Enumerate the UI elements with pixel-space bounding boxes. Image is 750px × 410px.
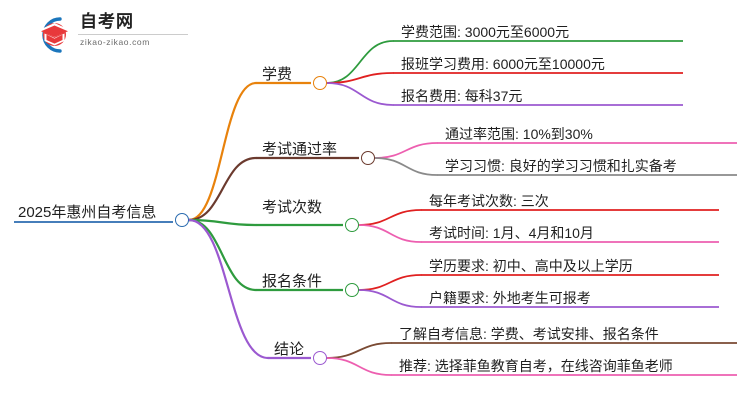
leaf-edge-了解自考信息-学费-考试安排-报名条 xyxy=(326,342,392,359)
leaf-label-推荐-选择菲鱼教育自考-在线咨询菲鱼[interactable]: 推荐: 选择菲鱼教育自考，在线咨询菲鱼老师 xyxy=(399,358,673,374)
leaf-edge-通过率范围-10-到30- xyxy=(374,142,438,159)
leaf-edge-推荐-选择菲鱼教育自考-在线咨询菲鱼 xyxy=(326,357,392,376)
branch-label-学费[interactable]: 学费 xyxy=(262,66,293,83)
root-node-label[interactable]: 2025年惠州自考信息 xyxy=(18,204,157,221)
root-node-dot[interactable] xyxy=(175,213,189,227)
leaf-label-户籍要求-外地考生可报考[interactable]: 户籍要求: 外地考生可报考 xyxy=(429,290,591,306)
branch-edge-学费 xyxy=(187,81,258,222)
leaf-label-考试时间-1月-4月和10月[interactable]: 考试时间: 1月、4月和10月 xyxy=(429,225,594,241)
branch-dot-考试次数[interactable] xyxy=(345,218,359,232)
branch-label-考试通过率[interactable]: 考试通过率 xyxy=(262,141,338,158)
branch-edge-结论 xyxy=(187,218,270,360)
leaf-label-了解自考信息-学费-考试安排-报名条[interactable]: 了解自考信息: 学费、考试安排、报名条件 xyxy=(399,326,659,342)
branch-edge-考试次数 xyxy=(187,218,258,227)
leaf-edge-考试时间-1月-4月和10月 xyxy=(358,224,422,243)
leaf-label-学习习惯-良好的学习习惯和扎实备考[interactable]: 学习习惯: 良好的学习习惯和扎实备考 xyxy=(445,158,677,174)
logo-divider xyxy=(78,34,188,35)
leaf-edge-户籍要求-外地考生可报考 xyxy=(358,289,422,308)
branch-dot-考试通过率[interactable] xyxy=(361,151,375,165)
branch-dot-结论[interactable] xyxy=(313,351,327,365)
branch-label-考试次数[interactable]: 考试次数 xyxy=(262,199,323,216)
branch-label-结论[interactable]: 结论 xyxy=(274,341,305,358)
leaf-label-学费范围-3000元至6000元[interactable]: 学费范围: 3000元至6000元 xyxy=(401,24,570,40)
branch-dot-学费[interactable] xyxy=(313,76,327,90)
leaf-label-通过率范围-10-到30-[interactable]: 通过率范围: 10%到30% xyxy=(445,126,593,142)
site-logo[interactable]: 自考网 zikao-zikao.com xyxy=(30,11,190,57)
leaf-label-学历要求-初中-高中及以上学历[interactable]: 学历要求: 初中、高中及以上学历 xyxy=(429,258,633,274)
leaf-label-报班学习费用-6000元至10000[interactable]: 报班学习费用: 6000元至10000元 xyxy=(401,56,605,72)
branch-label-报名条件[interactable]: 报名条件 xyxy=(262,273,323,290)
logo-text-block: 自考网 zikao-zikao.com xyxy=(78,11,190,48)
leaf-edge-学习习惯-良好的学习习惯和扎实备考 xyxy=(374,157,438,176)
branch-dot-报名条件[interactable] xyxy=(345,283,359,297)
branch-edge-考试通过率 xyxy=(187,156,258,222)
branch-edge-报名条件 xyxy=(187,218,258,292)
logo-domain: zikao-zikao.com xyxy=(80,37,150,47)
graduation-cap-icon xyxy=(39,17,70,53)
logo-chinese-name: 自考网 xyxy=(80,12,134,31)
leaf-edge-学历要求-初中-高中及以上学历 xyxy=(358,274,422,291)
leaf-edge-报名费用-每科37元 xyxy=(326,82,394,106)
leaf-label-每年考试次数-三次[interactable]: 每年考试次数: 三次 xyxy=(429,193,549,209)
leaf-edge-学费范围-3000元至6000元 xyxy=(326,40,394,84)
leaf-edge-每年考试次数-三次 xyxy=(358,209,422,226)
leaf-label-报名费用-每科37元[interactable]: 报名费用: 每科37元 xyxy=(401,88,523,104)
leaf-edge-报班学习费用-6000元至10000 xyxy=(326,72,394,84)
